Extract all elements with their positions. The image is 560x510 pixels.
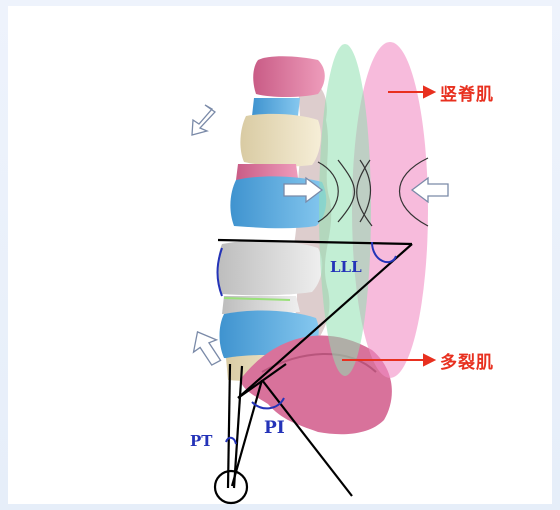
vertebra-t12 — [253, 56, 325, 97]
vertebra-l3 — [218, 241, 323, 296]
multifidus-ellipse — [319, 44, 371, 376]
disc-1 — [252, 98, 300, 116]
multifidus-label: 多裂肌 — [440, 348, 494, 373]
erector-spinae-label: 竖脊肌 — [440, 80, 494, 105]
lll-label: LLL — [330, 258, 362, 276]
pt-label: PT — [190, 432, 212, 450]
vertebra-l1 — [240, 114, 321, 167]
pi-label: PI — [264, 418, 285, 438]
